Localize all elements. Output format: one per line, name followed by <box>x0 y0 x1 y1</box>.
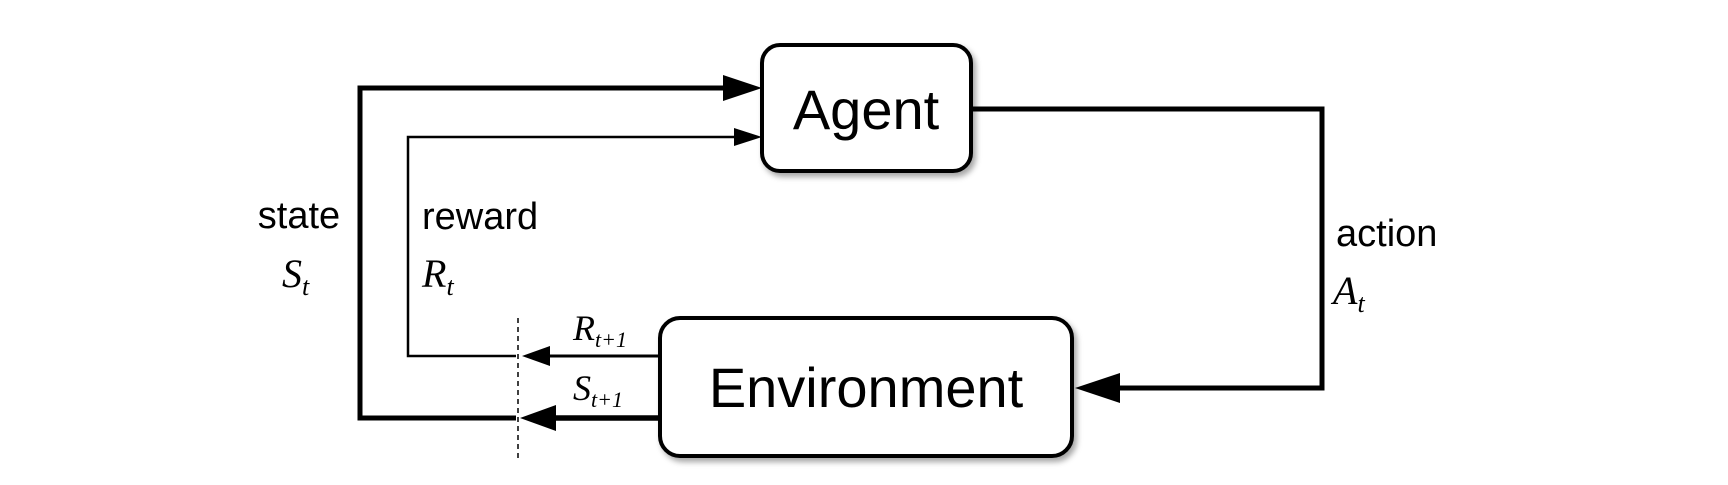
state-label: state <box>258 195 340 237</box>
state-symbol-letter: S <box>282 251 302 296</box>
agent-box: Agent <box>760 43 973 173</box>
next-reward-arrow <box>522 346 660 366</box>
action-symbol: At <box>1330 268 1365 318</box>
reward-symbol-letter: R <box>421 251 446 296</box>
next-reward-arrowhead <box>522 346 550 366</box>
state-arrowhead <box>723 75 762 101</box>
next-reward-symbol-letter: R <box>572 308 595 348</box>
next-state-arrowhead <box>520 405 556 431</box>
environment-label: Environment <box>709 356 1024 419</box>
action-label: action <box>1336 213 1437 255</box>
next-reward-symbol-subscript: t+1 <box>595 327 627 352</box>
next-reward-symbol: Rt+1 <box>572 308 627 352</box>
action-symbol-subscript: t <box>1357 289 1365 318</box>
action-arrowhead <box>1075 373 1120 403</box>
next-state-symbol-letter: S <box>573 368 591 408</box>
next-state-arrow <box>520 405 660 431</box>
action-arrow <box>973 106 1325 403</box>
state-symbol: St <box>282 251 310 301</box>
next-state-symbol: St+1 <box>573 368 623 412</box>
reward-label: reward <box>422 196 538 238</box>
reward-symbol: Rt <box>421 251 454 301</box>
state-arrow <box>357 75 762 421</box>
state-symbol-subscript: t <box>302 272 310 301</box>
reward-symbol-subscript: t <box>446 272 454 301</box>
next-state-symbol-subscript: t+1 <box>591 387 623 412</box>
reward-arrowhead <box>734 128 762 146</box>
action-symbol-letter: A <box>1330 268 1358 313</box>
environment-box: Environment <box>658 316 1074 458</box>
agent-label: Agent <box>793 78 940 141</box>
reward-arrow <box>406 128 762 358</box>
